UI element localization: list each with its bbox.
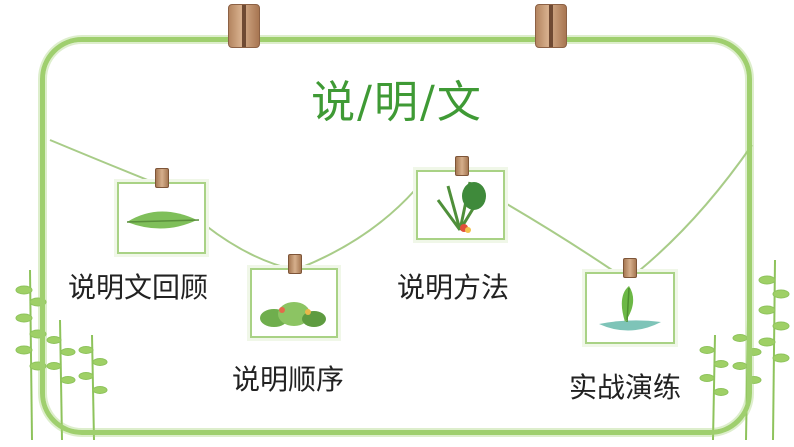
card-section-2[interactable] (250, 268, 338, 338)
clip-pin-2-icon (288, 254, 302, 274)
leaf-icon (126, 211, 200, 229)
section-label-3: 说明方法 (397, 271, 510, 304)
section-label-1: 说明文回顾 (68, 271, 209, 304)
card-section-1[interactable] (117, 182, 206, 254)
clip-pin-4-icon (623, 258, 637, 278)
wooden-clip-right-icon (535, 4, 567, 48)
wooden-clip-left-icon (228, 4, 260, 48)
clip-pin-3-icon (455, 156, 469, 176)
grass-left-icon (15, 269, 108, 441)
card-section-3[interactable] (416, 170, 505, 240)
section-label-4: 实战演练 (569, 371, 682, 404)
slide-title: 说/明/文 (311, 77, 483, 128)
clip-pin-1-icon (155, 168, 169, 188)
plants-icon (260, 302, 326, 327)
section-label-2: 说明顺序 (232, 363, 345, 396)
slide-frame (40, 37, 752, 435)
palm-leaf-icon (436, 181, 486, 233)
card-section-4[interactable] (585, 272, 675, 344)
sprout-leaf-icon (599, 286, 661, 331)
